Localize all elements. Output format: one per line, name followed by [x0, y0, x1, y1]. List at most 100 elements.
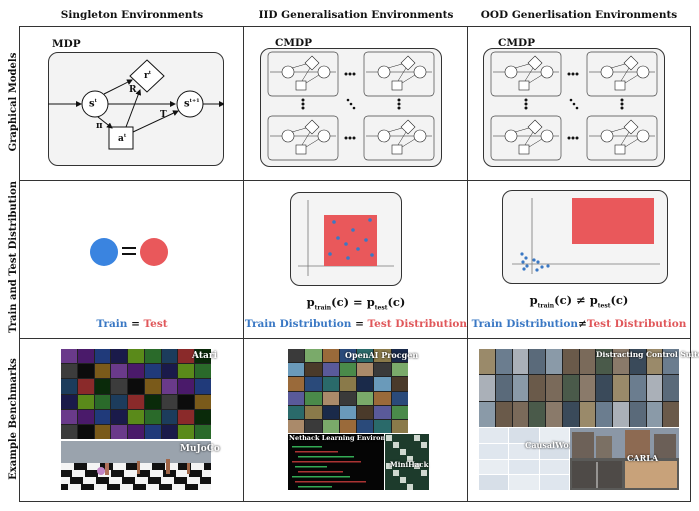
thumbnail-tile	[288, 377, 305, 391]
ellipsis-dot	[301, 98, 305, 102]
thumbnail-tile	[305, 363, 322, 377]
floor-tile	[61, 484, 68, 490]
thumbnail-tile	[322, 405, 339, 419]
thumbnail-tile	[144, 349, 161, 364]
thumbnail-tile	[77, 379, 94, 394]
thumbnail-tile	[61, 364, 77, 379]
procgen-image	[288, 349, 408, 433]
floor-tile	[137, 470, 150, 477]
thumbnail-tile	[77, 349, 94, 364]
thumbnail-tile	[128, 349, 144, 364]
thumbnail-tile	[357, 391, 374, 405]
floor-tile	[107, 484, 120, 490]
mini-mdp	[267, 51, 339, 97]
maze-cell	[393, 470, 399, 476]
terminal-line	[295, 451, 338, 453]
test-circle	[140, 238, 168, 266]
maze-cell	[386, 435, 392, 441]
thumbnail-tile	[546, 401, 562, 427]
thumbnail-tile	[539, 459, 569, 475]
nethack-label: Nethack Learning Environment	[289, 434, 404, 442]
thumbnail-tile	[111, 379, 128, 394]
ellipsis-dot	[352, 72, 356, 76]
thumbnail-tile	[596, 401, 612, 427]
thumbnail-tile	[61, 424, 77, 439]
thumbnail-tile	[663, 349, 679, 375]
floor-tile	[68, 484, 81, 490]
ood-legend: Train Distribution≠Test Distribution	[471, 318, 687, 330]
maze-cell	[400, 477, 406, 483]
train-point	[522, 267, 526, 271]
thumbnail-tile	[288, 349, 305, 363]
train-point	[546, 264, 550, 268]
thumbnail-tile	[512, 375, 529, 401]
terminal-line	[295, 466, 327, 468]
thumbnail-tile	[539, 443, 569, 459]
iid-scatter	[298, 200, 394, 276]
thumbnail-tile	[479, 475, 509, 490]
singleton-distribution	[90, 238, 168, 266]
thumbnail-tile	[539, 428, 569, 443]
ellipsis-dot	[620, 98, 624, 102]
terminal-line	[292, 461, 361, 463]
thumbnail-tile	[94, 349, 111, 364]
train-point	[351, 228, 355, 232]
thumbnail-tile	[288, 419, 305, 433]
thumbnail-tile	[144, 394, 161, 409]
thumbnail-tile	[94, 364, 111, 379]
floor-tile	[178, 463, 191, 470]
thumbnail-tile	[479, 375, 495, 401]
thumbnail-tile	[305, 405, 322, 419]
minihack-image	[385, 434, 429, 490]
causalworld-image	[479, 428, 569, 490]
floor-tile	[81, 484, 94, 490]
row-label-train-test: Train and Test Distribution	[8, 180, 19, 334]
thumbnail-tile	[509, 443, 539, 459]
thumbnail-tile	[77, 394, 94, 409]
procgen-label: OpenAI Procgen	[345, 350, 419, 360]
terminal-line	[298, 486, 332, 488]
ellipsis-dot	[301, 106, 305, 110]
thumbnail-tile	[322, 391, 339, 405]
thumbnail-tile	[479, 349, 495, 375]
causalworld-label: CausalWorld	[525, 440, 582, 450]
thumbnail-tile	[61, 409, 77, 424]
thumbnail-tile	[305, 349, 322, 363]
mdp-title: MDP	[52, 38, 81, 50]
floor-tile	[176, 470, 189, 477]
thumbnail-tile	[596, 375, 612, 401]
train-point	[344, 242, 348, 246]
cmdp-iid-diagram	[267, 51, 435, 161]
ellipsis-dot	[352, 106, 356, 110]
maze-cell	[386, 463, 392, 469]
column-header-iid: IID Generalisation Environments	[258, 9, 454, 21]
thumbnail-tile	[546, 349, 562, 375]
terminal-line	[292, 476, 350, 478]
thumbnail-tile	[509, 428, 539, 443]
mdp-diagram	[48, 59, 224, 150]
ellipsis-dot	[344, 72, 348, 76]
carla-image	[570, 428, 679, 490]
atari-label: Atari	[192, 351, 217, 361]
thumbnail-tile	[161, 379, 178, 394]
floor-tile	[172, 484, 185, 490]
thumbnail-tile	[128, 394, 144, 409]
floor-tile	[146, 484, 159, 490]
thumbnail-tile	[195, 349, 211, 364]
floor-tile	[70, 477, 83, 484]
thumbnail-tile	[391, 391, 408, 405]
ellipsis-dot	[344, 136, 348, 140]
thumbnail-tile	[512, 401, 529, 427]
ood-formula: ptrain(c) ≠ ptest(c)	[529, 293, 629, 310]
thumbnail-tile	[479, 428, 509, 443]
ellipsis-dot	[348, 136, 352, 140]
floor-tile	[152, 463, 165, 470]
train-point	[532, 258, 536, 262]
thumbnail-tile	[178, 424, 195, 439]
ellipsis-dot	[620, 106, 624, 110]
ellipsis-dot	[575, 136, 579, 140]
train-point	[368, 218, 372, 222]
train-point	[336, 236, 340, 240]
train-point	[346, 256, 350, 260]
floor-tile	[72, 470, 85, 477]
